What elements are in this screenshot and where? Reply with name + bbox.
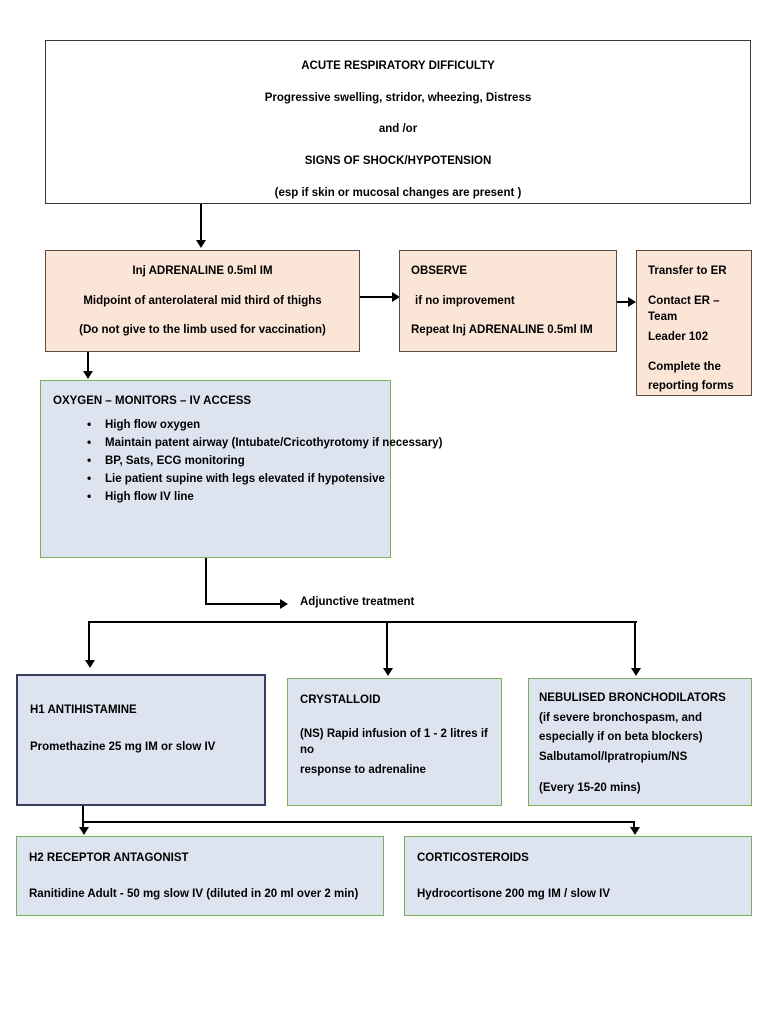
adrenaline-line-3: (Do not give to the limb used for vaccin… xyxy=(79,324,326,337)
bottom-branch-h2 xyxy=(82,821,85,831)
corticosteroids-line-2: Hydrocortisone 200 mg IM / slow IV xyxy=(417,887,610,900)
h1-antihistamine-box: H1 ANTIHISTAMINE Promethazine 25 mg IM o… xyxy=(16,674,266,806)
observe-line-3: Repeat Inj ADRENALINE 0.5ml IM xyxy=(411,324,593,337)
arrowhead-to-adjunctive-treatment xyxy=(280,599,288,609)
h2-line-2: Ranitidine Adult - 50 mg slow IV (dilute… xyxy=(29,887,359,900)
connector-adrenaline-to-observe xyxy=(360,296,395,298)
header-line-3: and /or xyxy=(378,123,418,136)
crystalloid-line-3: response to adrenaline xyxy=(300,764,426,777)
h1-line-2: Promethazine 25 mg IM or slow IV xyxy=(30,740,216,753)
arrowhead-header-to-adrenaline xyxy=(196,240,206,248)
oxygen-bullet-5: High flow IV line xyxy=(53,488,380,506)
transfer-to-er-box: Transfer to ER Contact ER – Team Leader … xyxy=(636,250,752,396)
connector-oxygen-elbow-horizontal xyxy=(205,603,282,606)
nebulised-line-3: especially if on beta blockers) xyxy=(539,731,703,744)
oxygen-bullet-4: Lie patient supine with legs elevated if… xyxy=(53,470,395,488)
h2-title: H2 RECEPTOR ANTAGONIST xyxy=(29,852,189,864)
distribution-branch-crystalloid xyxy=(386,621,389,671)
transfer-line-2: Contact ER – Team xyxy=(648,294,720,324)
bottom-branch-corticosteroids xyxy=(633,821,636,831)
transfer-line-5: reporting forms xyxy=(648,380,734,393)
transfer-title: Transfer to ER xyxy=(648,265,727,277)
observe-line-2: if no improvement xyxy=(415,294,515,307)
observe-box: OBSERVE if no improvement Repeat Inj ADR… xyxy=(399,250,617,352)
arrowhead-adrenaline-to-oxygen xyxy=(83,371,93,379)
oxygen-bullet-3: BP, Sats, ECG monitoring xyxy=(53,452,380,470)
connector-header-to-adrenaline xyxy=(200,204,202,242)
adrenaline-box: Inj ADRENALINE 0.5ml IM Midpoint of ante… xyxy=(45,250,360,352)
nebulised-title: NEBULISED BRONCHODILATORS xyxy=(539,692,726,704)
nebulised-line-2: (if severe bronchospasm, and xyxy=(539,711,702,724)
connector-observe-to-transfer xyxy=(617,301,631,303)
corticosteroids-title: CORTICOSTEROIDS xyxy=(417,852,529,864)
crystalloid-line-2: (NS) Rapid infusion of 1 - 2 litres if n… xyxy=(300,727,488,757)
arrowhead-adrenaline-to-observe xyxy=(392,292,400,302)
distribution-bus-top xyxy=(88,621,637,624)
transfer-line-3: Leader 102 xyxy=(648,331,709,344)
distribution-branch-h1 xyxy=(88,621,91,663)
arrowhead-to-nebulised-box xyxy=(631,668,641,676)
adrenaline-title: Inj ADRENALINE 0.5ml IM xyxy=(132,265,273,277)
nebulised-line-4: Salbutamol/Ipratropium/NS xyxy=(539,751,688,764)
transfer-line-4: Complete the xyxy=(648,360,721,373)
crystalloid-title: CRYSTALLOID xyxy=(300,694,381,706)
connector-h1-to-bottom-bus xyxy=(82,806,85,823)
h1-title: H1 ANTIHISTAMINE xyxy=(30,704,137,716)
header-box: ACUTE RESPIRATORY DIFFICULTY Progressive… xyxy=(45,40,751,204)
oxygen-bullet-list: High flow oxygen Maintain patent airway … xyxy=(53,416,442,506)
arrowhead-to-h2-box xyxy=(79,827,89,835)
header-line-4: SIGNS OF SHOCK/HYPOTENSION xyxy=(304,155,492,168)
header-line-2: Progressive swelling, stridor, wheezing,… xyxy=(264,91,532,104)
distribution-branch-nebulised xyxy=(634,621,637,671)
connector-oxygen-elbow-vertical xyxy=(205,558,208,605)
nebulised-bronchodilators-box: NEBULISED BRONCHODILATORS (if severe bro… xyxy=(528,678,752,806)
crystalloid-box: CRYSTALLOID (NS) Rapid infusion of 1 - 2… xyxy=(287,678,502,806)
connector-adrenaline-to-oxygen xyxy=(87,352,89,373)
nebulised-line-5: (Every 15-20 mins) xyxy=(539,781,641,794)
h2-receptor-antagonist-box: H2 RECEPTOR ANTAGONIST Ranitidine Adult … xyxy=(16,836,384,916)
oxygen-bullet-1: High flow oxygen xyxy=(53,416,380,434)
oxygen-bullet-2: Maintain patent airway (Intubate/Cricoth… xyxy=(53,434,450,452)
bottom-distribution-bus xyxy=(82,821,635,824)
corticosteroids-box: CORTICOSTEROIDS Hydrocortisone 200 mg IM… xyxy=(404,836,752,916)
oxygen-monitors-iv-box: OXYGEN – MONITORS – IV ACCESS High flow … xyxy=(40,380,442,558)
arrowhead-observe-to-transfer xyxy=(628,297,636,307)
adjunctive-treatment-label: Adjunctive treatment xyxy=(300,596,415,608)
observe-title: OBSERVE xyxy=(411,265,468,277)
adrenaline-line-2: Midpoint of anterolateral mid third of t… xyxy=(83,294,322,307)
arrowhead-to-corticosteroids-box xyxy=(630,827,640,835)
arrowhead-to-h1-box xyxy=(85,660,95,668)
header-line-1: ACUTE RESPIRATORY DIFFICULTY xyxy=(301,60,495,72)
header-line-5: (esp if skin or mucosal changes are pres… xyxy=(274,186,522,199)
arrowhead-to-crystalloid-box xyxy=(383,668,393,676)
oxygen-title: OXYGEN – MONITORS – IV ACCESS xyxy=(53,395,252,407)
